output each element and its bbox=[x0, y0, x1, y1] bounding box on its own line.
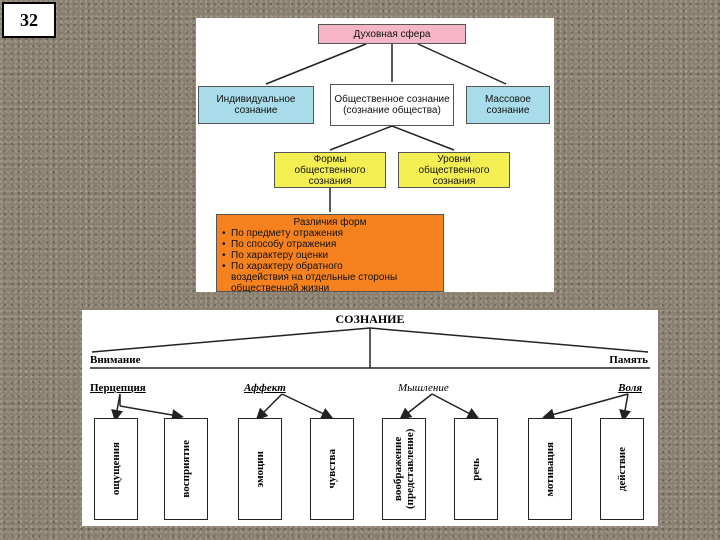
perception-to-sensations bbox=[111, 393, 123, 422]
connector-title-memory bbox=[369, 327, 649, 353]
connector-root-individual bbox=[265, 43, 367, 85]
differences-title: Различия форм bbox=[293, 217, 367, 228]
action-label: действие bbox=[616, 446, 628, 492]
spiritual-sphere-label: Духовная сфера bbox=[353, 28, 431, 40]
differences-tail: воздействия на отдельные стороны обществ… bbox=[231, 272, 398, 294]
differences-list: По предмету отражения По способу отражен… bbox=[221, 228, 439, 272]
individual-consciousness-box: Индивидуальное сознание bbox=[198, 86, 314, 124]
imagination-label: воображение (представление) bbox=[392, 428, 416, 510]
consciousness-title: СОЗНАНИЕ bbox=[335, 312, 405, 326]
motivation-label: мотивация bbox=[544, 441, 556, 497]
will-label: Воля bbox=[618, 382, 642, 394]
social-consciousness-label: Общественное сознание (сознание общества… bbox=[334, 94, 450, 116]
spiritual-sphere-box: Духовная сфера bbox=[318, 24, 466, 44]
levels-box: Уровни общественного сознания bbox=[398, 152, 510, 188]
affect-label: Аффект bbox=[244, 382, 286, 394]
sensations-box: ощущения bbox=[94, 418, 138, 520]
thinking-label: Мышление bbox=[398, 382, 449, 394]
social-consciousness-box: Общественное сознание (сознание общества… bbox=[330, 84, 454, 126]
action-box: действие bbox=[600, 418, 644, 520]
motivation-box: мотивация bbox=[528, 418, 572, 520]
feelings-box: чувства bbox=[310, 418, 354, 520]
speech-label: речь bbox=[470, 457, 482, 481]
affect-to-feelings bbox=[281, 393, 334, 419]
connector-title-attention bbox=[91, 327, 371, 353]
differences-item: По характеру обратного bbox=[221, 261, 439, 272]
connector-social-forms bbox=[329, 125, 393, 151]
sensations-label: ощущения bbox=[110, 442, 122, 496]
forms-label: Формы общественного сознания bbox=[294, 153, 366, 187]
mass-consciousness-label: Массовое сознание bbox=[484, 94, 531, 116]
thinking-to-speech bbox=[431, 393, 480, 419]
differences-box: Различия форм По предмету отражения По с… bbox=[216, 214, 444, 294]
spiritual-sphere-diagram: Духовная сфера Индивидуальное сознание О… bbox=[196, 18, 554, 294]
perception-to-perceive bbox=[119, 405, 184, 421]
consciousness-diagram: СОЗНАНИЕ Внимание Память Перцепция Аффек… bbox=[82, 310, 658, 526]
thinking-to-imagination bbox=[399, 393, 433, 420]
emotions-box: эмоции bbox=[238, 418, 282, 520]
consciousness-connectors bbox=[90, 327, 650, 422]
individual-consciousness-label: Индивидуальное сознание bbox=[216, 94, 296, 116]
affect-to-emotions bbox=[255, 393, 283, 421]
perception-label: Перцепция bbox=[90, 382, 146, 394]
differences-item: По характеру оценки bbox=[221, 250, 439, 261]
attention-label: Внимание bbox=[90, 354, 141, 366]
emotions-label: эмоции bbox=[254, 450, 266, 488]
memory-label: Память bbox=[609, 354, 648, 366]
mass-consciousness-box: Массовое сознание bbox=[466, 86, 550, 124]
connector-root-mass bbox=[417, 43, 507, 85]
spiritual-connectors bbox=[265, 43, 507, 212]
connector-social-levels bbox=[391, 125, 455, 151]
differences-item: По предмету отражения bbox=[221, 228, 439, 239]
imagination-box: воображение (представление) bbox=[382, 418, 426, 520]
will-to-action bbox=[619, 393, 631, 422]
page-number: 32 bbox=[2, 2, 56, 38]
forms-box: Формы общественного сознания bbox=[274, 152, 386, 188]
differences-item: По способу отражения bbox=[221, 239, 439, 250]
perception-box-label: восприятие bbox=[180, 440, 192, 498]
feelings-label: чувства bbox=[326, 449, 338, 489]
perception-box: восприятие bbox=[164, 418, 208, 520]
speech-box: речь bbox=[454, 418, 498, 520]
will-to-motivation bbox=[542, 393, 629, 421]
levels-label: Уровни общественного сознания bbox=[418, 153, 490, 187]
